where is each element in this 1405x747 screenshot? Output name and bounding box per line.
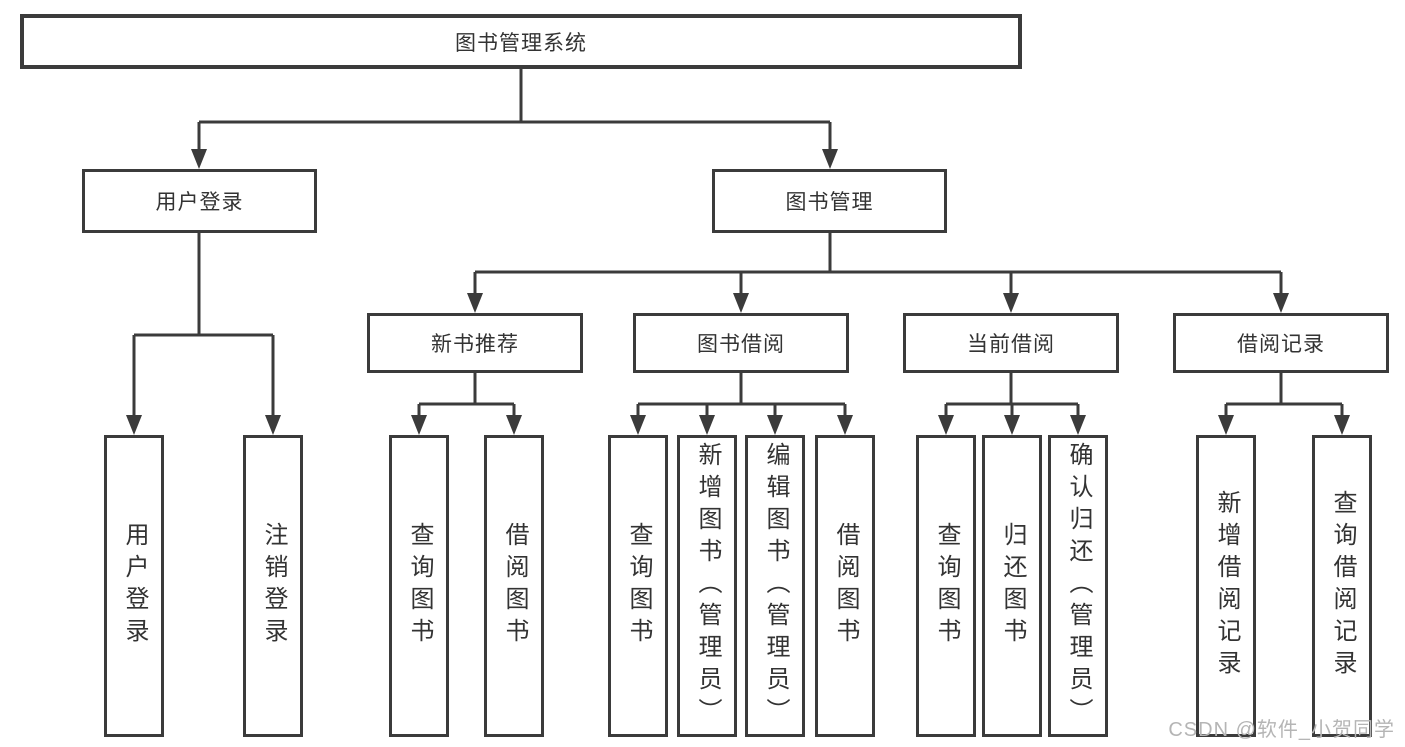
leaf-logout: 注销登录 bbox=[243, 435, 303, 737]
node-borrowing-records: 借阅记录 bbox=[1173, 313, 1389, 373]
leaf-add-borrow-record: 新增借阅记录 bbox=[1196, 435, 1256, 737]
leaf-query-book-current: 查询图书 bbox=[916, 435, 976, 737]
leaf-add-book-admin: 新增图书（管理员） bbox=[677, 435, 737, 737]
leaf-query-borrow-record: 查询借阅记录 bbox=[1312, 435, 1372, 737]
leaf-borrow-book-borrowing: 借阅图书 bbox=[815, 435, 875, 737]
leaf-confirm-return-admin: 确认归还（管理员） bbox=[1048, 435, 1108, 737]
node-new-book-recommend: 新书推荐 bbox=[367, 313, 583, 373]
leaf-query-book-borrowing: 查询图书 bbox=[608, 435, 668, 737]
node-current-borrowing: 当前借阅 bbox=[903, 313, 1119, 373]
leaf-edit-book-admin: 编辑图书（管理员） bbox=[745, 435, 805, 737]
node-book-management: 图书管理 bbox=[712, 169, 947, 233]
leaf-user-login: 用户登录 bbox=[104, 435, 164, 737]
node-book-borrowing: 图书借阅 bbox=[633, 313, 849, 373]
leaf-borrow-book-recommend: 借阅图书 bbox=[484, 435, 544, 737]
node-user-login-group: 用户登录 bbox=[82, 169, 317, 233]
node-library-management-system: 图书管理系统 bbox=[20, 14, 1022, 69]
csdn-watermark: CSDN @软件_小贺同学 bbox=[1168, 719, 1395, 741]
leaf-query-book-recommend: 查询图书 bbox=[389, 435, 449, 737]
leaf-return-book: 归还图书 bbox=[982, 435, 1042, 737]
